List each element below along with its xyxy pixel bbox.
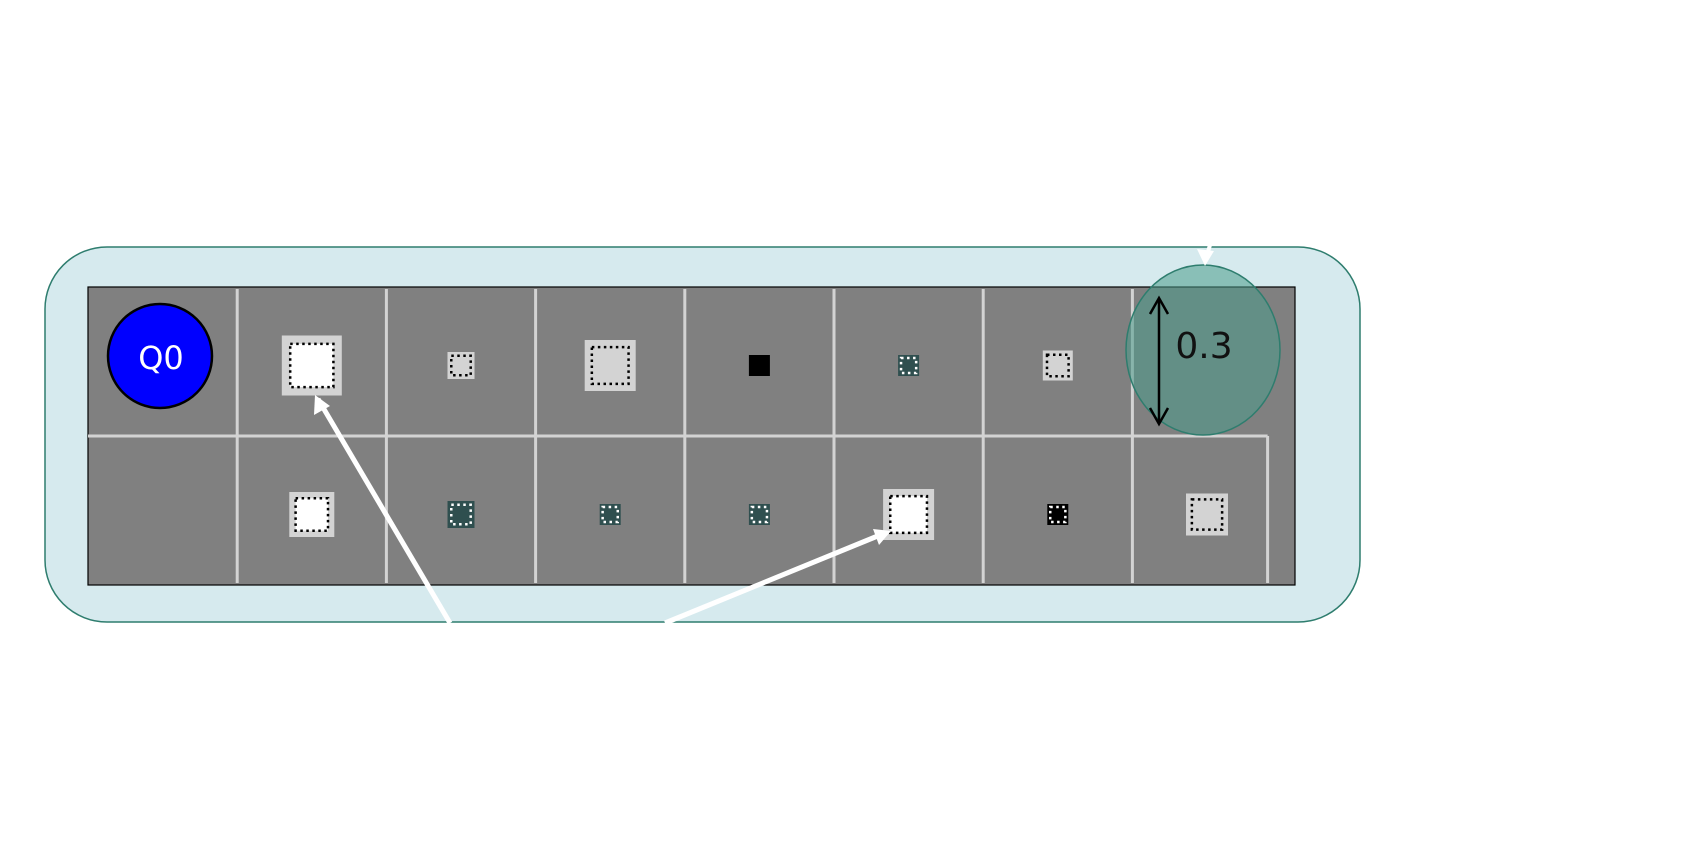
marker-square [599,504,621,525]
marker-core [890,496,927,533]
marker-square [1047,504,1069,525]
cell-marker[interactable] [447,501,475,528]
arrow-to-row1-col1-head [314,395,330,415]
cell-marker[interactable] [599,504,621,525]
arrow-to-measure-circle-head [1197,249,1214,266]
marker-dotted-border [294,497,330,532]
marker-core [295,498,328,531]
qubit-circle[interactable] [106,302,214,410]
arrow-to-row1-col1 [315,397,453,625]
cell-markers [281,335,1228,540]
marker-dotted-border [750,505,769,524]
marker-dotted-border [899,356,918,375]
marker-dotted-border [888,494,929,535]
cell-marker[interactable] [1047,504,1069,525]
marker-square [748,355,770,376]
cell-marker[interactable] [748,355,770,376]
marker-square [898,355,920,376]
measure-node[interactable]: 0.3 [1125,264,1281,436]
marker-core [290,343,334,388]
cell-marker[interactable] [1042,350,1073,381]
marker-dotted-border [1045,353,1070,378]
arrow-to-row2-col5 [664,530,886,626]
cell-marker[interactable] [1186,493,1228,536]
measure-arrow-up-head [1148,295,1170,315]
qubit-node[interactable]: Q0 [106,302,214,410]
cell-marker[interactable] [289,492,335,537]
qubit-label: Q0 [138,339,184,377]
measure-arrow-down-head [1148,407,1170,427]
marker-dotted-border [601,505,620,524]
cell-marker[interactable] [883,489,935,540]
cell-marker[interactable] [281,335,342,396]
marker-square [748,504,770,525]
measure-value-label: 0.3 [1175,326,1232,367]
marker-dotted-border [450,354,472,377]
marker-square [584,340,636,391]
marker-dotted-border [590,345,630,386]
marker-dotted-border [450,503,472,526]
cell-marker[interactable] [447,352,475,379]
cell-marker[interactable] [584,340,636,391]
arrows [314,244,1214,626]
cell-marker[interactable] [748,504,770,525]
marker-dotted-border [288,342,335,389]
marker-dotted-border [1048,505,1067,524]
arrow-to-row2-col5-head [873,529,891,545]
cell-marker[interactable] [898,355,920,376]
